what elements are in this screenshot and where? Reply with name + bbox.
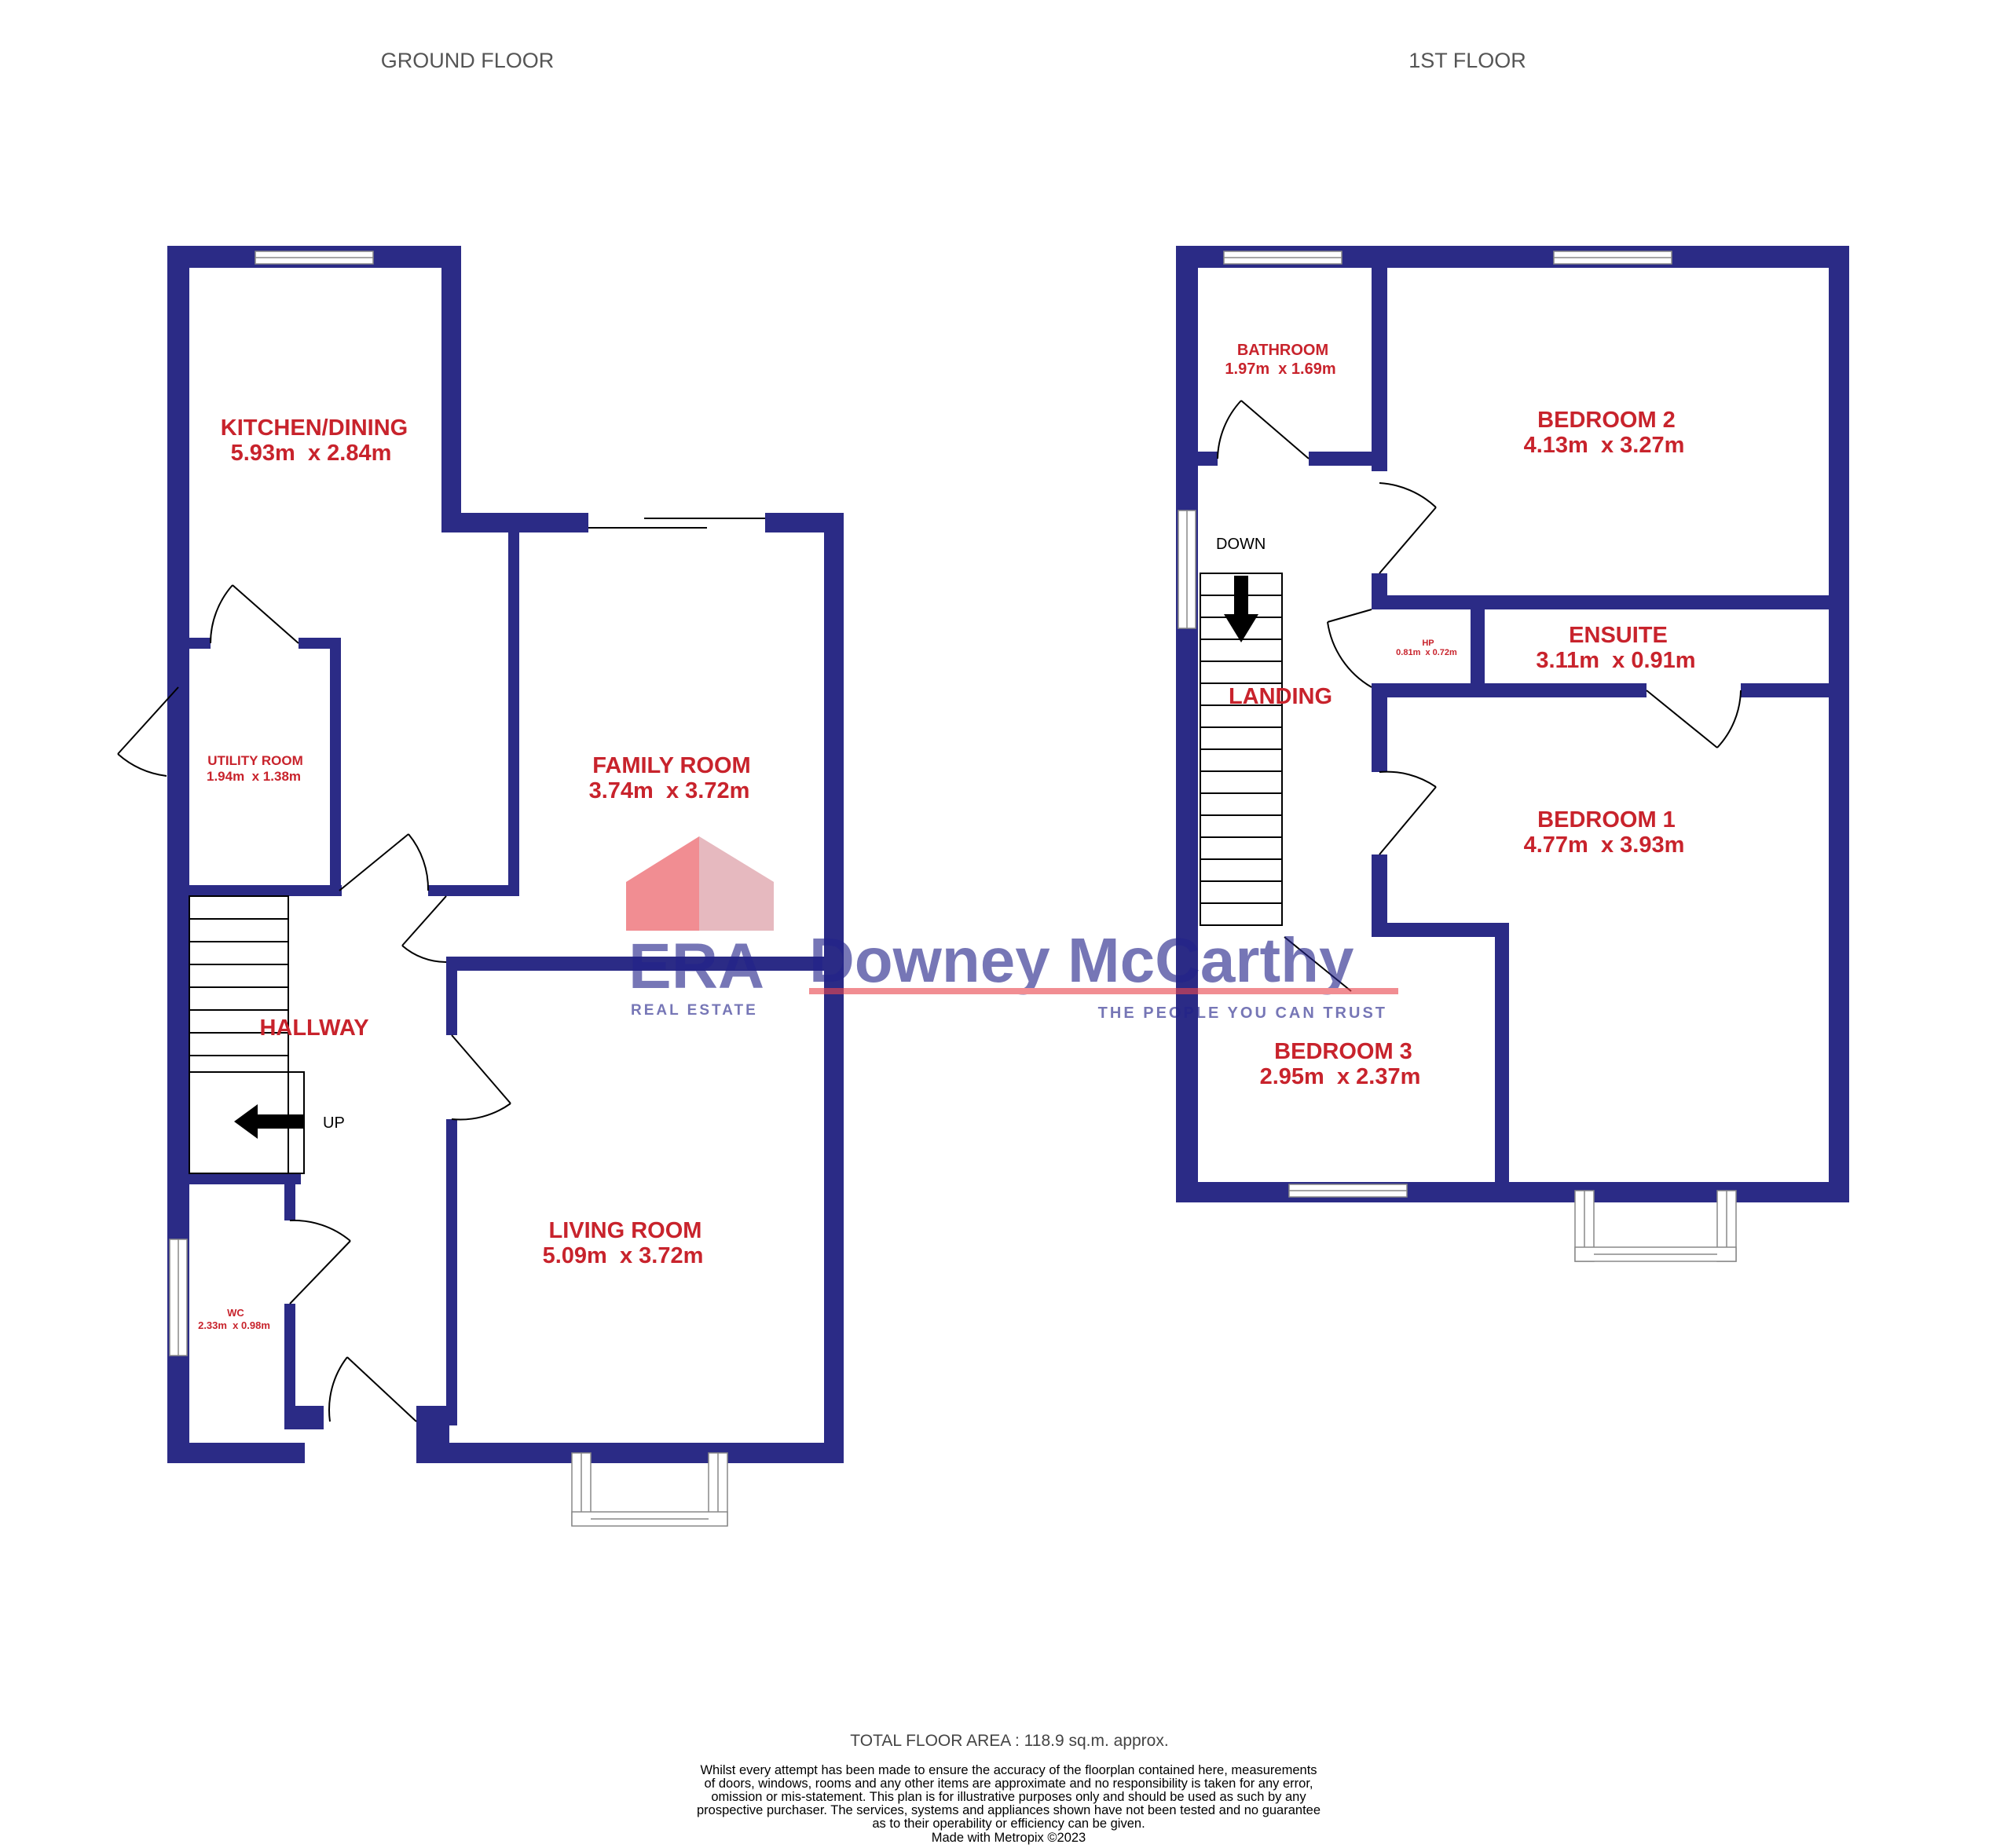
footer: TOTAL FLOOR AREA : 118.9 sq.m. approx. W… bbox=[697, 1732, 1321, 1845]
first-floor-windows bbox=[1178, 251, 1672, 1198]
era-brand-sub: REAL ESTATE bbox=[631, 1002, 758, 1019]
disclaimer-line: omission or mis-statement. This plan is … bbox=[711, 1790, 1306, 1804]
hp-name: HP bbox=[1422, 639, 1434, 648]
up-label: UP bbox=[323, 1114, 345, 1132]
first-floor-walls bbox=[1176, 246, 1849, 1202]
living-bay-window bbox=[571, 1452, 728, 1527]
first-floor-title: 1ST FLOOR bbox=[1408, 49, 1526, 72]
bedroom1-bay-window bbox=[1574, 1190, 1737, 1262]
up-arrow-icon bbox=[234, 1104, 303, 1139]
agency-name: Downey McCarthy bbox=[809, 925, 1354, 995]
bedroom3-dims: 2.95m x 2.37m bbox=[1260, 1064, 1421, 1089]
era-roof-icon bbox=[626, 836, 774, 931]
bedroom2-dims: 4.13m x 3.27m bbox=[1524, 433, 1685, 458]
bathroom-dims: 1.97m x 1.69m bbox=[1225, 360, 1335, 378]
family-dims: 3.74m x 3.72m bbox=[589, 778, 750, 803]
disclaimer-line: of doors, windows, rooms and any other i… bbox=[705, 1777, 1313, 1791]
bedroom2-name: BEDROOM 2 bbox=[1537, 408, 1676, 433]
living-dims: 5.09m x 3.72m bbox=[543, 1243, 704, 1268]
ensuite-dims: 3.11m x 0.91m bbox=[1536, 648, 1695, 673]
wc-name: WC bbox=[227, 1307, 244, 1319]
made-with: Made with Metropix ©2023 bbox=[932, 1831, 1086, 1845]
disclaimer-line: as to their operability or efficiency ca… bbox=[872, 1817, 1145, 1831]
hallway-name: HALLWAY bbox=[259, 1015, 368, 1041]
agency-tagline: THE PEOPLE YOU CAN TRUST bbox=[1098, 1005, 1387, 1022]
kitchen-dims: 5.93m x 2.84m bbox=[231, 441, 392, 466]
bedroom1-dims: 4.77m x 3.93m bbox=[1524, 833, 1685, 858]
ground-floor-title: GROUND FLOOR bbox=[381, 49, 555, 72]
total-floor-area: TOTAL FLOOR AREA : 118.9 sq.m. approx. bbox=[850, 1732, 1168, 1750]
down-arrow-icon bbox=[1224, 576, 1258, 642]
kitchen-name: KITCHEN/DINING bbox=[221, 415, 408, 441]
utility-name: UTILITY ROOM bbox=[207, 753, 303, 768]
living-name: LIVING ROOM bbox=[549, 1218, 702, 1243]
ensuite-name: ENSUITE bbox=[1569, 623, 1668, 648]
watermark-logo: ERA REAL ESTATE Downey McCarthy THE PEOP… bbox=[626, 836, 1398, 1022]
first-floor-doors bbox=[1217, 400, 1742, 992]
era-brand: ERA bbox=[628, 931, 764, 1002]
wc-dims: 2.33m x 0.98m bbox=[198, 1319, 270, 1331]
landing-name: LANDING bbox=[1229, 684, 1332, 709]
utility-dims: 1.94m x 1.38m bbox=[207, 769, 301, 784]
agency-underline bbox=[809, 988, 1398, 994]
hp-dims: 0.81m x 0.72m bbox=[1396, 648, 1457, 657]
family-name: FAMILY ROOM bbox=[592, 753, 750, 778]
bathroom-name: BATHROOM bbox=[1237, 342, 1328, 359]
bedroom1-name: BEDROOM 1 bbox=[1537, 807, 1676, 833]
down-label: DOWN bbox=[1216, 536, 1266, 553]
ground-floor-windows bbox=[169, 251, 765, 1356]
disclaimer-line: prospective purchaser. The services, sys… bbox=[697, 1803, 1321, 1817]
disclaimer-line: Whilst every attempt has been made to en… bbox=[700, 1763, 1317, 1777]
bedroom3-name: BEDROOM 3 bbox=[1274, 1039, 1412, 1064]
room-labels: KITCHEN/DINING 5.93m x 2.84m UTILITY ROO… bbox=[198, 342, 1695, 1331]
ground-floor-doors bbox=[117, 584, 511, 1422]
